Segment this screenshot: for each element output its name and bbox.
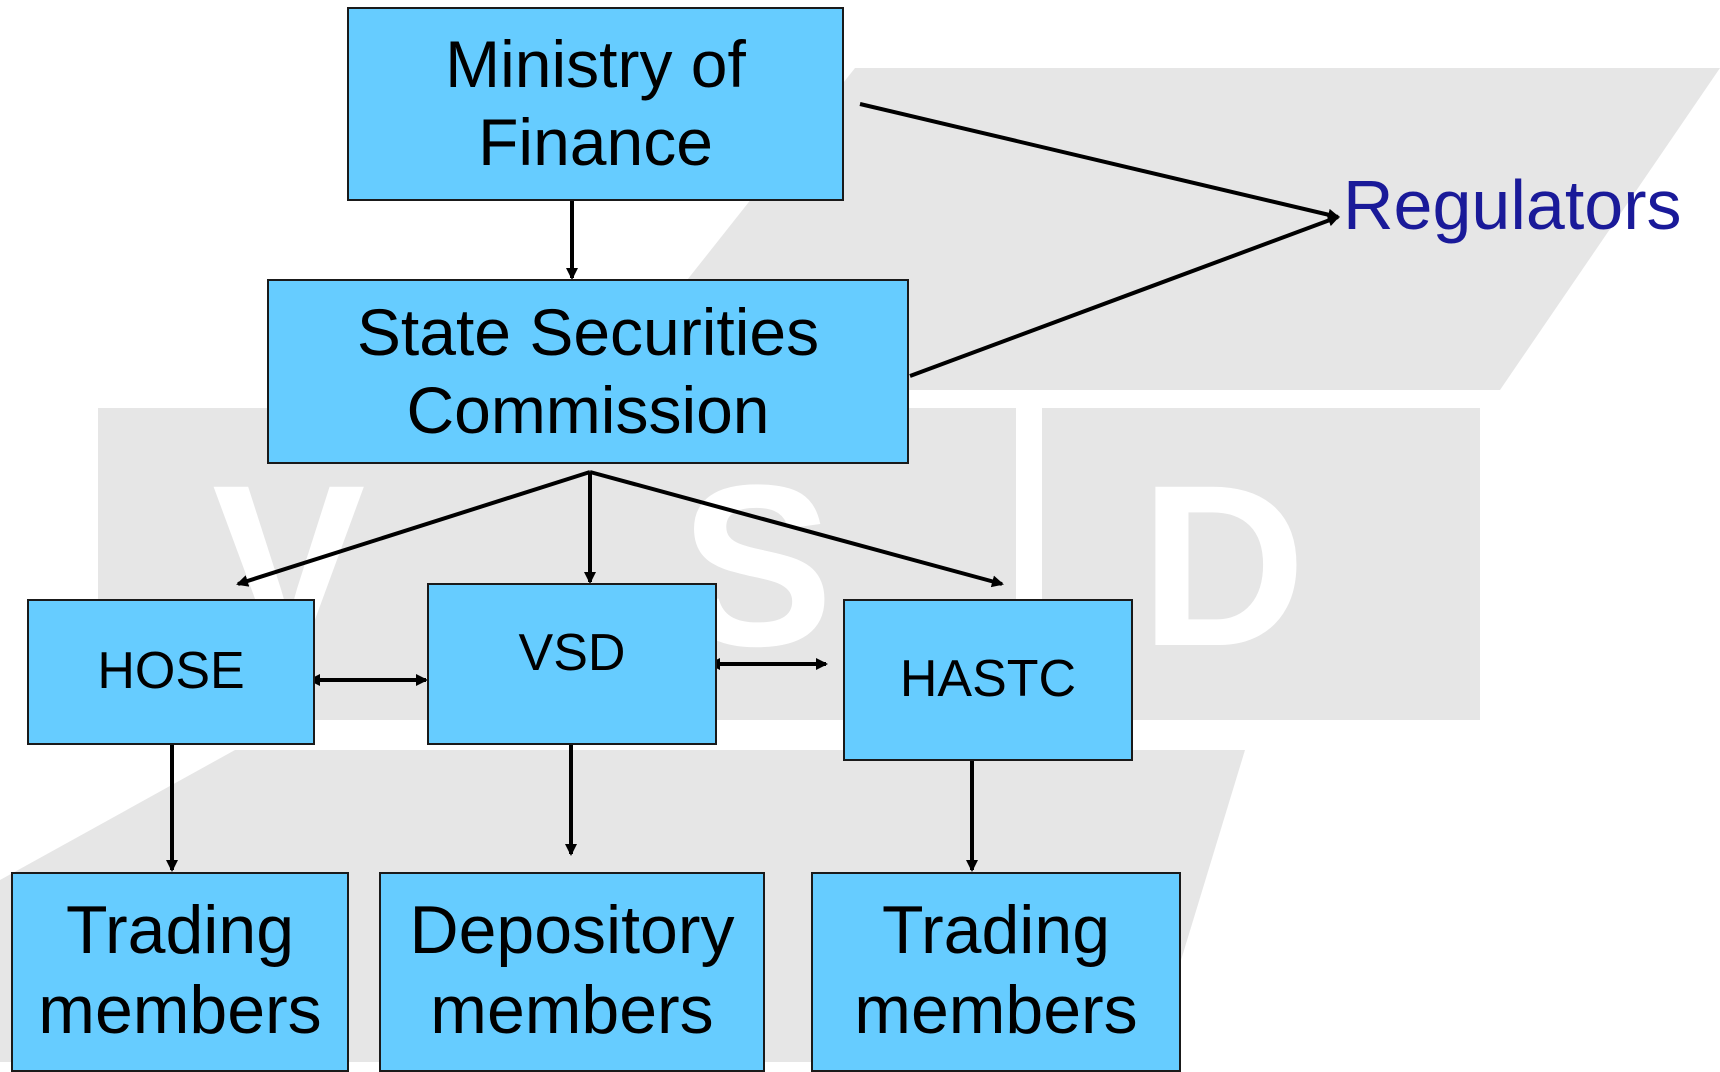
node-depository-members: Depository members — [379, 872, 765, 1072]
node-trading-right-line2: members — [854, 972, 1138, 1049]
node-hose-label: HOSE — [97, 642, 245, 701]
regulators-label: Regulators — [1343, 166, 1682, 244]
line-ssc-to-regulators — [909, 214, 1340, 378]
node-ssc-line1: State Securities — [356, 294, 820, 369]
node-trading-left-line1: Trading — [65, 892, 295, 968]
node-depository-line2: members — [430, 972, 714, 1049]
node-vsd-label: VSD — [518, 624, 626, 682]
node-state-securities-commission: State Securities Commission — [267, 279, 909, 464]
line-mof-to-regulators — [859, 102, 1340, 221]
svg-text:D: D — [1140, 437, 1306, 694]
node-ministry-of-finance-line1: Ministry of — [445, 27, 746, 102]
arrow-ssc-to-hose — [236, 470, 591, 587]
node-hose: HOSE — [27, 599, 315, 745]
node-depository-line1: Depository — [409, 892, 735, 968]
node-trading-right-line1: Trading — [881, 892, 1111, 968]
node-vsd: VSD — [427, 583, 717, 745]
arrow-ssc-to-hastc — [589, 470, 1004, 588]
node-trading-members-right: Trading members — [811, 872, 1181, 1072]
node-ministry-of-finance: Ministry of Finance — [347, 7, 844, 201]
node-hastc: HASTC — [843, 599, 1133, 761]
node-ssc-line2: Commission — [406, 372, 770, 447]
node-ministry-of-finance-line2: Finance — [478, 105, 713, 179]
node-hastc-label: HASTC — [899, 650, 1077, 709]
node-trading-members-left: Trading members — [11, 872, 349, 1072]
node-trading-left-line2: members — [38, 972, 322, 1049]
